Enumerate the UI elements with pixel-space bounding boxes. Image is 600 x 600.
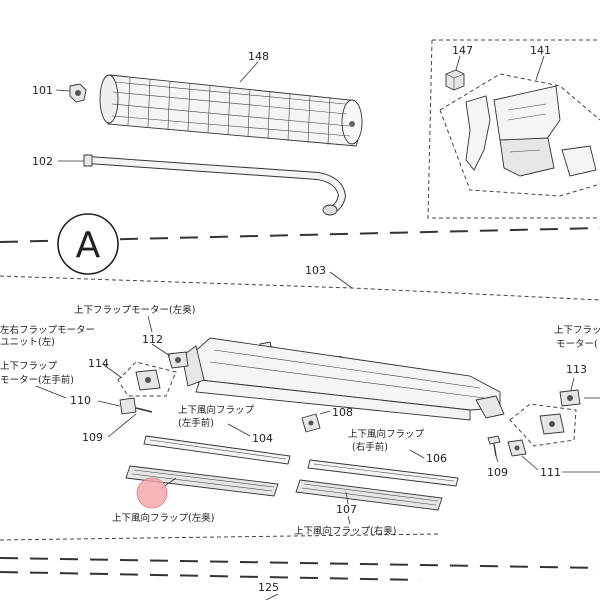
group-103-bottom	[0, 533, 441, 541]
label-right-edge-line1: 上下フラッ	[554, 325, 600, 336]
label-101: 101	[32, 84, 53, 97]
section-a-label: A	[76, 225, 101, 266]
part-101-bearing	[69, 83, 87, 103]
label-111: 111	[540, 466, 561, 479]
label-110: 110	[70, 394, 91, 407]
group-103-outline	[0, 275, 600, 301]
part-102-drain-hose	[83, 154, 347, 216]
part-104-wind-flap-left-front	[143, 435, 291, 465]
part-112-flap-motor	[167, 351, 189, 369]
part-106-wind-flap-right-front	[307, 459, 459, 487]
part-141-control-assembly	[465, 85, 597, 177]
label-lr-flap-motor-line2: ユニット(左)	[0, 336, 55, 348]
label-ud-flap-motor-left-front-line1: 上下フラップ	[0, 361, 58, 372]
group-114-outline	[117, 361, 177, 397]
label-107: 107	[336, 503, 357, 516]
part-107-wind-flap-right-back	[295, 479, 443, 511]
part-113-flap-motor-right	[559, 389, 581, 407]
section-divider-bottom-2	[0, 571, 421, 581]
part-wind-flap-left-back	[125, 465, 279, 497]
label-147: 147	[452, 44, 473, 57]
group-right-motor-outline	[509, 403, 577, 447]
part-110-motor-small	[119, 397, 153, 415]
label-102: 102	[32, 155, 53, 168]
part-108-clip	[301, 413, 321, 433]
label-141: 141	[530, 44, 551, 57]
label-112: 112	[142, 333, 163, 346]
highlight-circle-marker	[136, 477, 168, 509]
label-wind-flap-right-back: 上下風向フラップ(右奥)	[294, 525, 396, 537]
label-wind-flap-left-front-line2: (左手前)	[178, 417, 214, 429]
label-ud-flap-motor-left-front-line2: モーター(左手前)	[0, 374, 74, 386]
label-wind-flap-right-front-line1: 上下風向フラップ	[348, 428, 425, 440]
part-148-crossflow-fan	[99, 74, 363, 147]
section-divider-bottom	[0, 557, 600, 569]
topright-box-side	[427, 39, 600, 219]
part-114-lr-flap-motor-unit	[135, 369, 161, 391]
label-wind-flap-left-back: 上下風向フラップ(左奥)	[112, 512, 214, 524]
part-103-louver-frame	[181, 337, 505, 421]
label-right-edge-line2: モーター(	[556, 339, 598, 350]
label-109-left: 109	[82, 431, 103, 444]
label-lr-flap-motor-line1: 左右フラップモーター	[0, 324, 95, 336]
part-right-motor-unit	[539, 413, 565, 435]
label-113: 113	[566, 363, 587, 376]
label-125: 125	[258, 581, 279, 594]
group-141-outline	[439, 73, 600, 197]
label-148: 148	[248, 50, 269, 63]
label-109-right: 109	[487, 466, 508, 479]
part-109-right-pin	[487, 435, 501, 457]
label-106: 106	[426, 452, 447, 465]
label-wind-flap-right-front-line2: (右手前)	[352, 441, 388, 453]
label-104: 104	[252, 432, 273, 445]
label-wind-flap-left-front-line1: 上下風向フラップ	[178, 404, 255, 416]
section-a-marker: A	[57, 213, 119, 275]
part-111-motor-right-front	[507, 439, 527, 457]
label-upper-flap-motor-left-back: 上下フラップモーター(左奥)	[74, 304, 195, 316]
label-103: 103	[305, 264, 326, 277]
label-108: 108	[332, 406, 353, 419]
part-147-small-block	[445, 69, 465, 91]
label-114: 114	[88, 357, 109, 370]
